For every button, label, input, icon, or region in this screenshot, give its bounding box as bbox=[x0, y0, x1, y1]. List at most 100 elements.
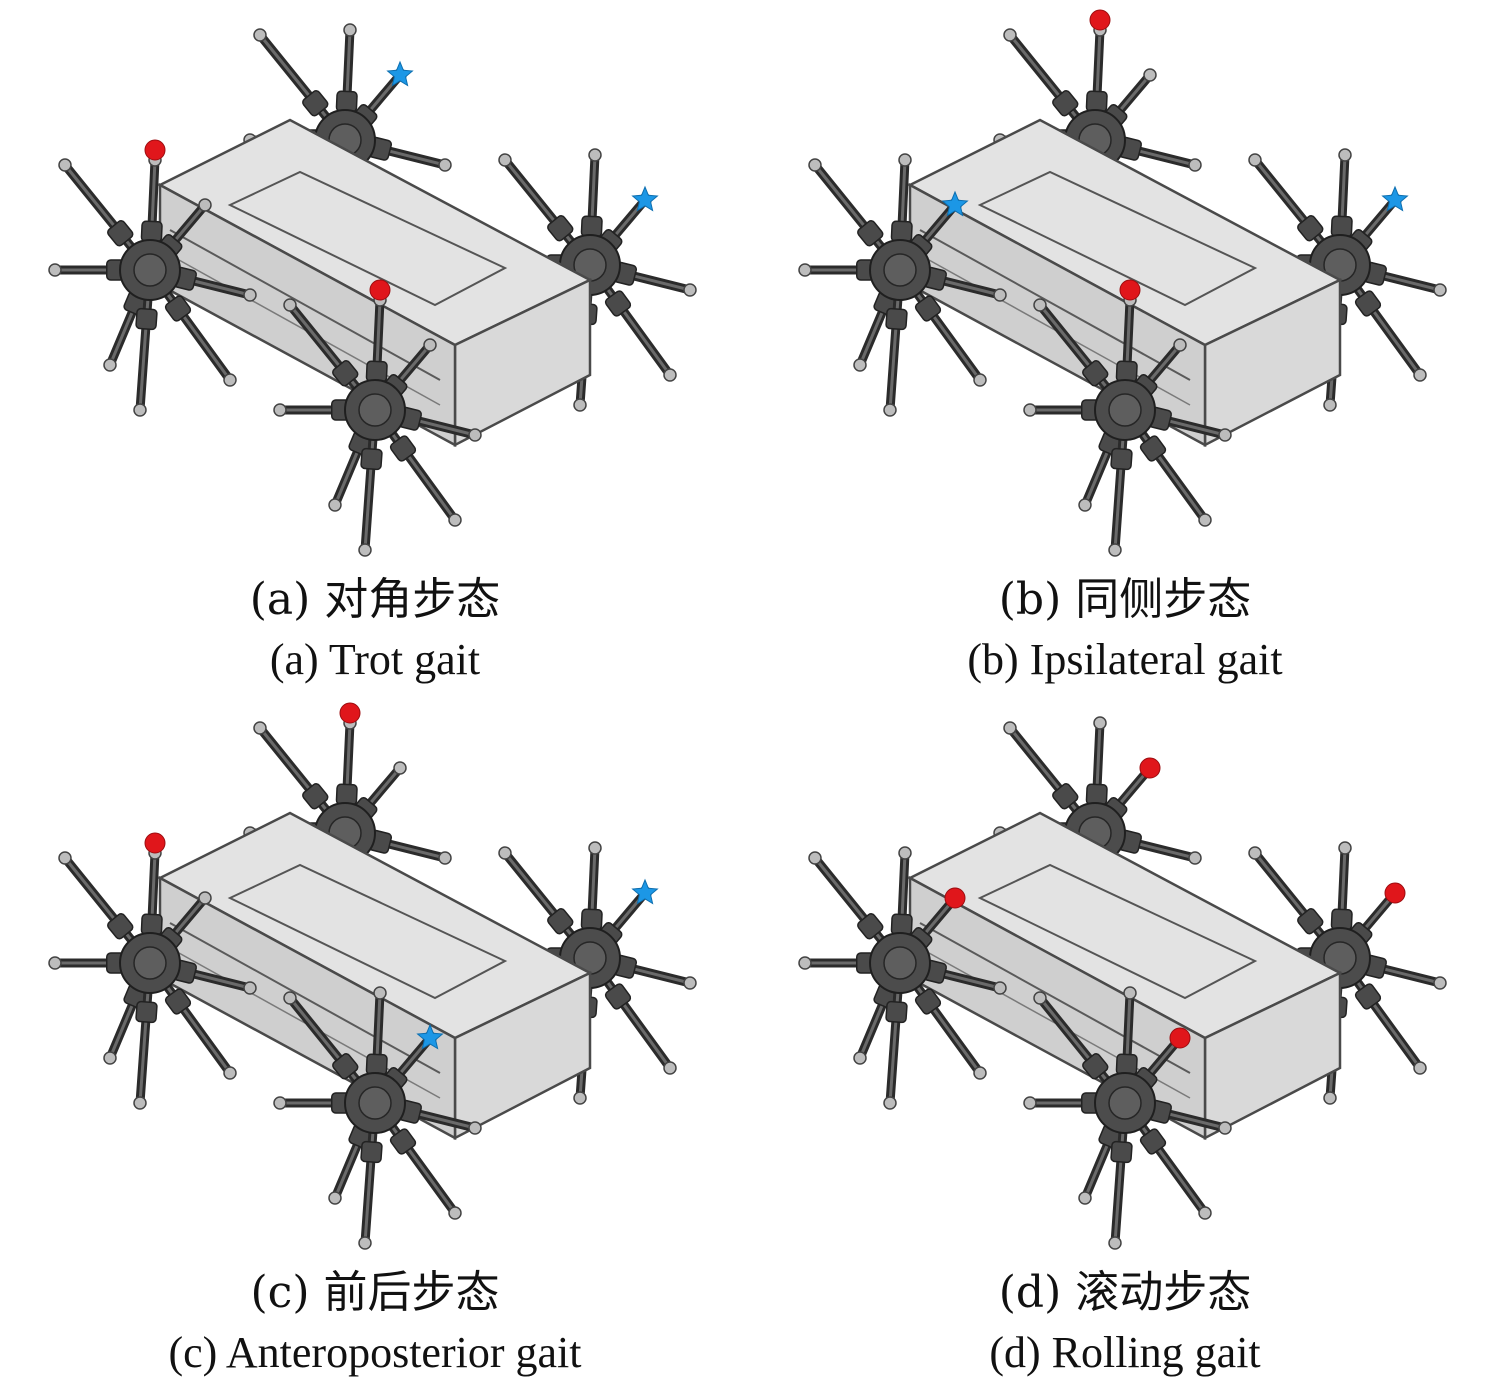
foot-tip bbox=[48, 263, 62, 277]
leg-pod-front-right bbox=[273, 293, 482, 557]
red-dot-marker bbox=[1119, 279, 1141, 301]
foot-tip bbox=[198, 198, 212, 212]
red-dot-marker bbox=[339, 702, 361, 724]
leg-pod-front-left bbox=[48, 153, 257, 417]
leg-joint bbox=[140, 220, 163, 243]
leg-joint bbox=[1139, 435, 1167, 462]
leg-joint bbox=[1052, 783, 1079, 810]
foot-tip bbox=[393, 761, 407, 775]
foot-tip bbox=[808, 158, 822, 172]
foot-tip bbox=[1188, 158, 1202, 172]
foot-tip bbox=[1338, 148, 1352, 162]
leg-joint bbox=[140, 913, 163, 936]
leg-joint bbox=[885, 1000, 908, 1024]
robot-illustration bbox=[48, 23, 697, 557]
foot-tip bbox=[283, 298, 297, 312]
foot-tip bbox=[993, 981, 1007, 995]
red-dot-marker bbox=[1384, 882, 1406, 904]
foot-tip bbox=[198, 891, 212, 905]
foot-tip bbox=[898, 153, 912, 167]
foot-tip bbox=[103, 358, 117, 372]
foot-tip bbox=[1338, 841, 1352, 855]
leg-joint bbox=[604, 290, 632, 317]
foot-tip bbox=[1143, 68, 1157, 82]
foot-tip bbox=[358, 543, 372, 557]
foot-tip bbox=[1433, 283, 1447, 297]
caption-english: (d) Rolling gait bbox=[989, 1328, 1261, 1377]
foot-tip bbox=[328, 1191, 342, 1205]
foot-tip bbox=[1323, 1091, 1337, 1105]
leg-joint bbox=[1354, 983, 1382, 1010]
leg-joint bbox=[547, 908, 574, 935]
leg-joint bbox=[302, 90, 329, 117]
foot-tip bbox=[683, 283, 697, 297]
foot-tip bbox=[853, 1051, 867, 1065]
leg-joint bbox=[164, 295, 192, 322]
side-seam bbox=[919, 229, 1191, 381]
foot-tip bbox=[253, 28, 267, 42]
leg-joint bbox=[580, 215, 603, 238]
leg-joint bbox=[857, 913, 884, 940]
foot-tip bbox=[1108, 1236, 1122, 1250]
foot-tip bbox=[1173, 338, 1187, 352]
panel-rolling-gait: (d) 滚动步态 (d) Rolling gait bbox=[750, 693, 1500, 1386]
foot-tip bbox=[1093, 716, 1107, 730]
hub-center bbox=[133, 253, 167, 287]
leg-joint bbox=[365, 360, 388, 383]
leg-joint bbox=[1115, 360, 1138, 383]
foot-tip bbox=[358, 1236, 372, 1250]
foot-tip bbox=[663, 368, 677, 382]
caption-chinese: (a) 对角步态 bbox=[249, 574, 501, 625]
caption-chinese: (c) 前后步态 bbox=[250, 1267, 500, 1318]
hub-center bbox=[883, 946, 917, 980]
foot-tip bbox=[573, 1091, 587, 1105]
leg-joint bbox=[1330, 215, 1353, 238]
foot-tip bbox=[343, 23, 357, 37]
red-dot-marker bbox=[1169, 1027, 1191, 1049]
blue-star-marker bbox=[631, 878, 659, 905]
leg-joint bbox=[1354, 290, 1382, 317]
leg-joint bbox=[1297, 215, 1324, 242]
blue-star-marker bbox=[416, 1023, 444, 1050]
leg-joint bbox=[890, 913, 913, 936]
top-panel-outline bbox=[227, 170, 508, 307]
foot-tip bbox=[58, 851, 72, 865]
leg-joint bbox=[107, 913, 134, 940]
foot-tip bbox=[1033, 991, 1047, 1005]
leg-joint bbox=[389, 1128, 417, 1155]
foot-tip bbox=[273, 1096, 287, 1110]
leg-pod-front-left bbox=[48, 846, 257, 1110]
foot-tip bbox=[993, 288, 1007, 302]
caption-chinese: (b) 同侧步态 bbox=[998, 574, 1252, 625]
foot-tip bbox=[808, 851, 822, 865]
caption-english: (b) Ipsilateral gait bbox=[967, 635, 1283, 684]
hub-center bbox=[133, 946, 167, 980]
foot-tip bbox=[448, 1206, 462, 1220]
leg-joint bbox=[914, 988, 942, 1015]
top-panel-outline bbox=[977, 863, 1258, 1000]
robot-illustration bbox=[798, 716, 1447, 1250]
leg-joint bbox=[164, 988, 192, 1015]
foot-tip bbox=[1248, 153, 1262, 167]
leg-joint bbox=[365, 1053, 388, 1076]
leg-pod-front-right bbox=[273, 986, 482, 1250]
foot-tip bbox=[243, 288, 257, 302]
foot-tip bbox=[468, 428, 482, 442]
leg-joint bbox=[1139, 1128, 1167, 1155]
leg-pod-front-right bbox=[1023, 986, 1232, 1250]
foot-tip bbox=[1218, 1121, 1232, 1135]
leg-joint bbox=[1115, 1053, 1138, 1076]
foot-tip bbox=[103, 1051, 117, 1065]
caption-chinese: (d) 滚动步态 bbox=[998, 1267, 1252, 1318]
foot-tip bbox=[243, 981, 257, 995]
foot-tip bbox=[283, 991, 297, 1005]
top-panel-outline bbox=[227, 863, 508, 1000]
foot-tip bbox=[498, 153, 512, 167]
leg-joint bbox=[1110, 1140, 1133, 1164]
robot-illustration bbox=[798, 9, 1447, 557]
panel-trot-gait: (a) 对角步态 (a) Trot gait bbox=[0, 0, 750, 693]
foot-tip bbox=[1198, 513, 1212, 527]
leg-joint bbox=[335, 783, 358, 806]
foot-tip bbox=[1413, 368, 1427, 382]
foot-tip bbox=[48, 956, 62, 970]
